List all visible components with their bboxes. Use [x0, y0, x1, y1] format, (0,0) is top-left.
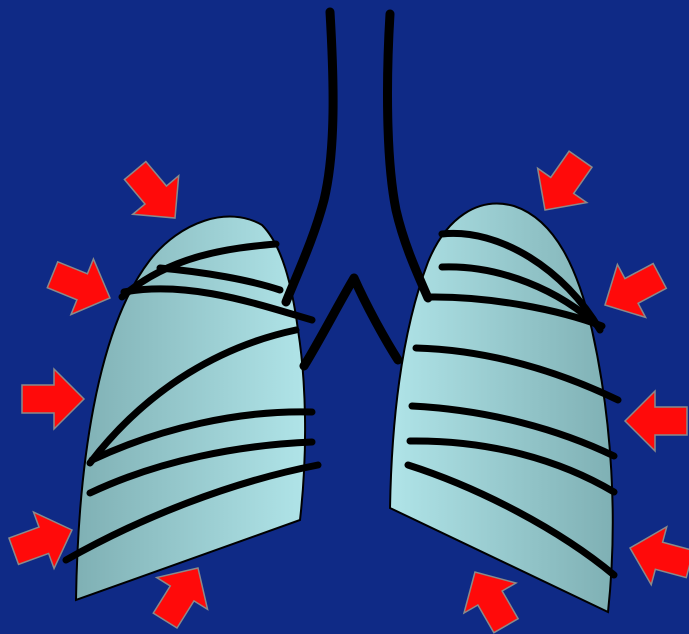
lung-compression-diagram: [0, 0, 689, 634]
diagram-canvas: [0, 0, 689, 634]
